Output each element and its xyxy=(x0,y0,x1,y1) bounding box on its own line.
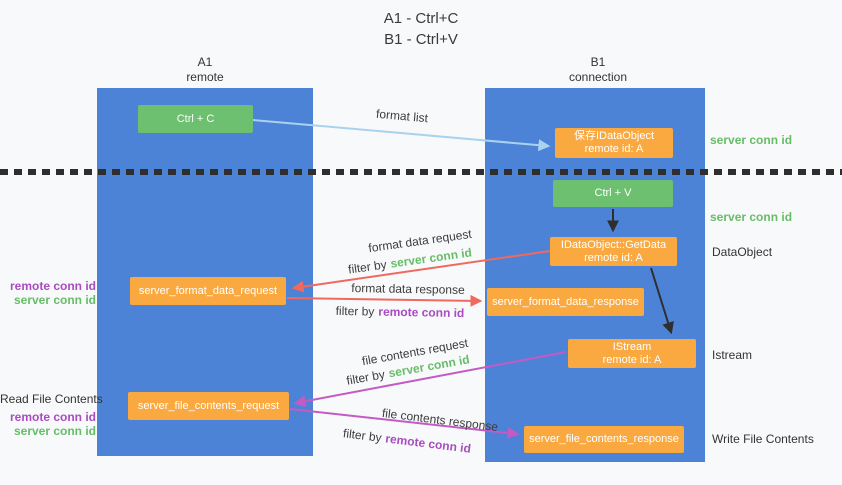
filter-prefix: filter by xyxy=(345,367,386,388)
node-server-format-data-response-label: server_format_data_response xyxy=(492,295,639,308)
node-ctrl-c-label: Ctrl + C xyxy=(176,112,215,125)
side-label-read-file-contents: Read File Contents xyxy=(0,392,103,406)
node-istream-line1: IStream xyxy=(612,340,652,353)
filter-prefix: filter by xyxy=(335,303,375,319)
side-label-server-conn-id-left-bottom: server conn id xyxy=(13,424,96,438)
diagram-title: A1 - Ctrl+C B1 - Ctrl+V xyxy=(0,8,842,50)
side-label-write-file-contents: Write File Contents xyxy=(712,432,814,446)
lifeline-right-header: B1 connection xyxy=(538,55,658,85)
phase-separator-dashed-line xyxy=(0,169,842,175)
label-format-data-response: format data response xyxy=(351,281,465,297)
lifeline-left-role: remote xyxy=(186,70,224,84)
filter-prefix: filter by xyxy=(342,426,383,445)
node-server-file-contents-response: server_file_contents_response xyxy=(524,426,684,453)
title-line-2: B1 - Ctrl+V xyxy=(384,31,458,48)
filter-prefix: filter by xyxy=(347,257,388,277)
node-idataobject-getdata-line1: IDataObject::GetData xyxy=(560,238,667,251)
lifeline-left-header: A1 remote xyxy=(145,55,265,85)
node-ctrl-v-label: Ctrl + V xyxy=(594,187,632,199)
node-idataobject-getdata: IDataObject::GetData remote id: A xyxy=(550,237,677,266)
side-label-server-conn-id-top: server conn id xyxy=(710,133,793,147)
node-server-format-data-request-label: server_format_data_request xyxy=(138,284,278,297)
side-label-server-conn-id-left-top: server conn id xyxy=(13,293,96,307)
node-save-dataobject-line2: remote id: A xyxy=(584,143,644,155)
node-ctrl-v: Ctrl + V xyxy=(553,180,673,207)
node-istream: IStream remote id: A xyxy=(568,339,696,368)
node-save-dataobject: 保存IDataObject remote id: A xyxy=(555,128,673,158)
node-server-format-data-response: server_format_data_response xyxy=(487,288,644,316)
filter-key-remote-conn-id: remote conn id xyxy=(384,431,472,456)
title-line-1: A1 - Ctrl+C xyxy=(383,10,459,27)
lifeline-right-name: B1 xyxy=(590,55,606,69)
node-istream-line2: remote id: A xyxy=(602,353,662,366)
side-label-istream: Istream xyxy=(712,348,753,362)
node-server-file-contents-request: server_file_contents_request xyxy=(128,392,289,420)
lifeline-right-role: connection xyxy=(568,70,628,84)
arrow-format-data-response xyxy=(286,294,483,307)
lifeline-left-name: A1 xyxy=(197,55,213,69)
side-label-remote-conn-id-top: remote conn id xyxy=(9,279,96,293)
filter-key-remote-conn-id: remote conn id xyxy=(378,304,465,321)
node-server-file-contents-request-label: server_file_contents_request xyxy=(137,399,280,412)
side-label-dataobject: DataObject xyxy=(712,245,773,259)
node-server-format-data-request: server_format_data_request xyxy=(130,277,286,305)
label-file-contents-response: file contents response xyxy=(381,405,499,435)
node-save-dataobject-line1: 保存IDataObject xyxy=(573,130,655,142)
node-server-file-contents-response-label: server_file_contents_response xyxy=(529,433,679,445)
side-label-remote-conn-id-bottom: remote conn id xyxy=(9,410,96,424)
side-label-server-conn-id-mid: server conn id xyxy=(710,210,793,224)
node-idataobject-getdata-line2: remote id: A xyxy=(584,251,643,264)
label-format-list: format list xyxy=(375,106,429,126)
node-ctrl-c: Ctrl + C xyxy=(138,105,253,133)
